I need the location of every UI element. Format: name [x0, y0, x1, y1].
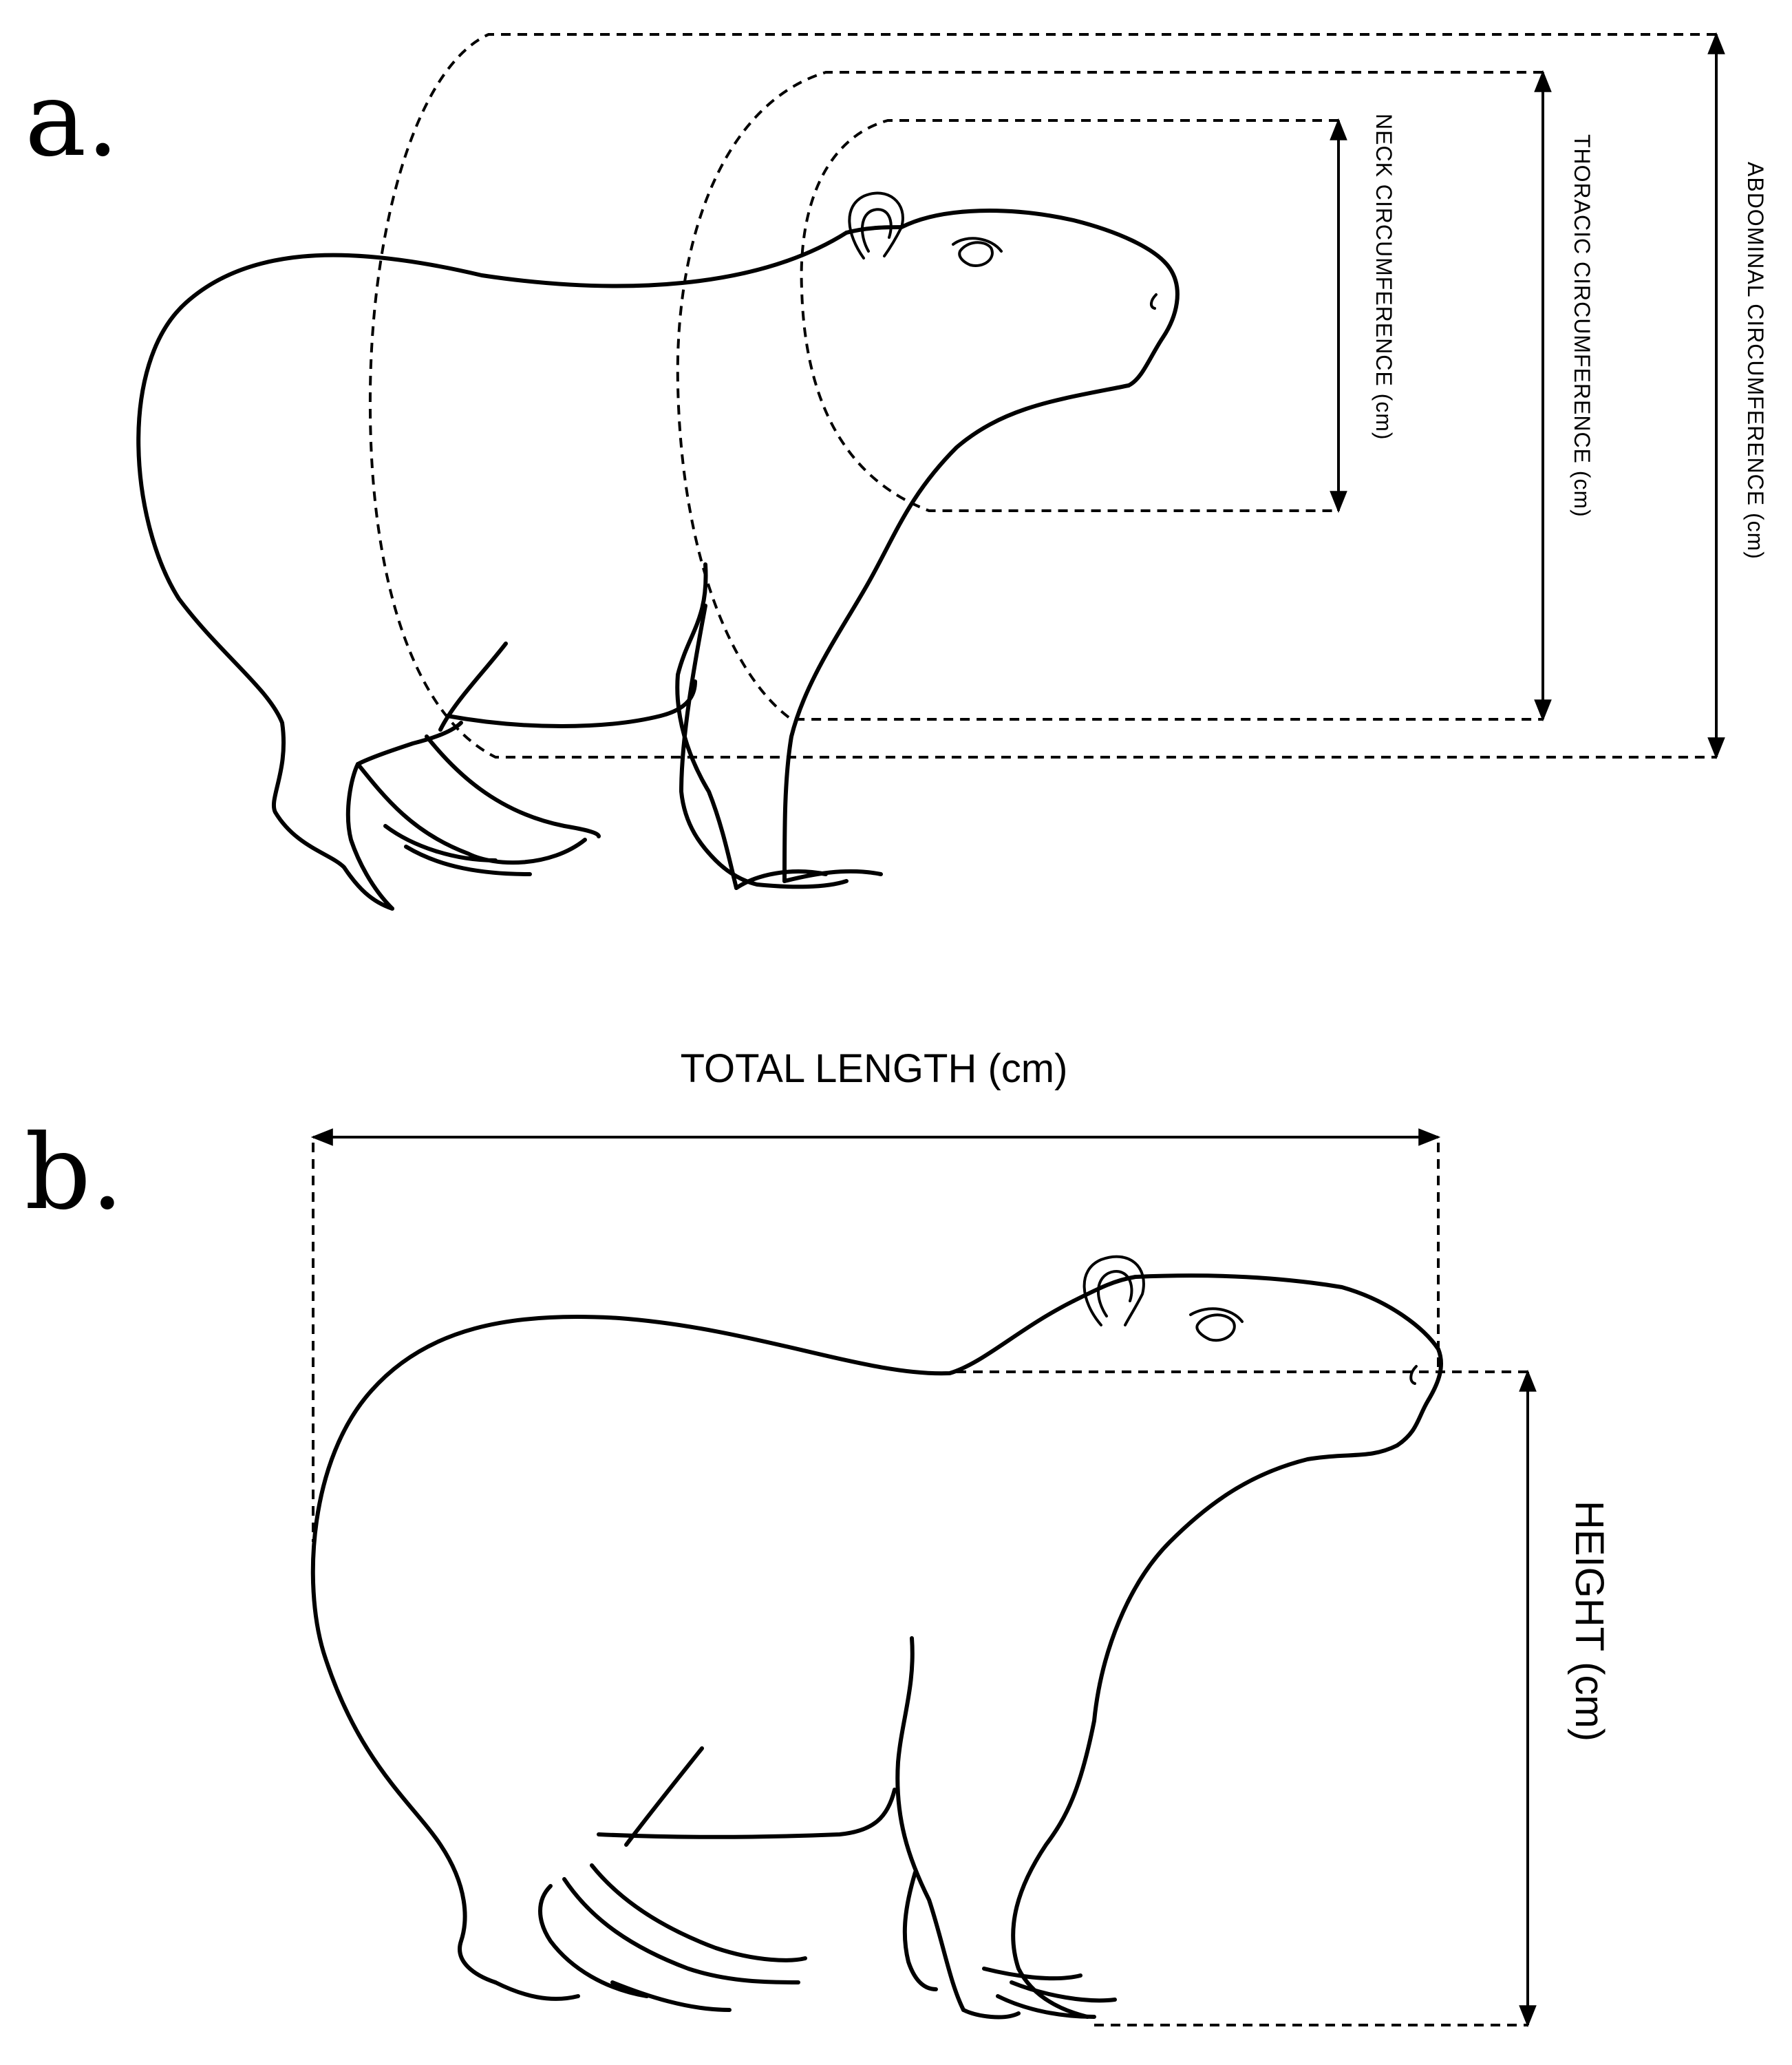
capybara-a-ear [848, 191, 904, 260]
capybara-a-chest [782, 383, 1131, 883]
thoracic-circumference-label: THORACIC CIRCUMFERENCE (cm) [1570, 134, 1594, 518]
capybara-b-head [1011, 1273, 1444, 2019]
capybara-b-ear-inner [1097, 1270, 1133, 1317]
neck-circumference-label: NECK CIRCUMFERENCE (cm) [1372, 114, 1396, 441]
capybara-b-front-leg [895, 1636, 966, 2012]
height-label: HEIGHT (cm) [1567, 1501, 1612, 1741]
capybara-a-neck-top [844, 225, 904, 235]
abdominal-circumference-bracket [368, 33, 1716, 759]
capybara-b-brow [1189, 1307, 1244, 1323]
capybara-a-head [899, 209, 1180, 388]
capybara-a-ear-inner [860, 208, 893, 253]
panel-b: b. TOTAL LENGTH (cm) HEIGHT (cm) [25, 1046, 1612, 2028]
abdominal-circumference-label: ABDOMINAL CIRCUMFERENCE (cm) [1743, 162, 1768, 560]
panel-a: a. [25, 32, 1768, 911]
capybara-a-nostril [1150, 293, 1158, 310]
panel-a-label: a. [25, 60, 119, 180]
capybara-a-front-leg-back [679, 604, 718, 862]
capybara-b-eye [1195, 1313, 1236, 1342]
capybara-a-body-outline [136, 231, 849, 911]
total-length-label: TOTAL LENGTH (cm) [681, 1046, 1068, 1091]
capybara-b-ear [1082, 1255, 1145, 1326]
capybara-b-nostril [1409, 1365, 1418, 1385]
capybara-b-front-foot [961, 1967, 1117, 2020]
capybara-b-body-outline [310, 1299, 1076, 1984]
capybara-panel-b [310, 1255, 1444, 2020]
capybara-a-front-foot [714, 858, 883, 890]
capybara-b-belly [597, 1788, 897, 1839]
capybara-panel-a [136, 191, 1180, 911]
capybara-b-neck-top [1071, 1275, 1138, 1303]
capybara-b-hind-leg-edge [624, 1746, 704, 1847]
capybara-b-front-leg-back [902, 1870, 938, 1991]
panel-b-label: b. [25, 1113, 124, 1233]
capybara-a-eye [958, 241, 994, 267]
neck-circumference-bracket [800, 119, 1338, 512]
capybara-b-hind-foot [493, 1863, 807, 2012]
thoracic-circumference-bracket [676, 71, 1543, 721]
capybara-a-hind-leg-edge [438, 642, 508, 732]
capybara-a-brow [952, 237, 1003, 253]
capybara-a-hind-foot-toes [356, 734, 601, 876]
capybara-a-belly [445, 679, 697, 728]
